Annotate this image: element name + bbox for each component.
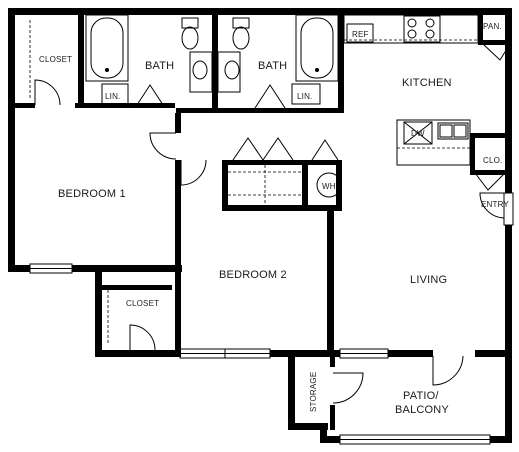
fixture-label-pan: PAN. — [483, 22, 502, 31]
walls — [8, 8, 512, 443]
fixture-label-wh: WH — [322, 182, 336, 191]
fixture-label-entry: ENTRY — [481, 200, 509, 209]
fixtures — [29, 14, 479, 345]
room-labels: CLOSET BATH BATH KITCHEN BEDROOM 1 BEDRO… — [39, 55, 452, 416]
doors — [34, 43, 511, 404]
room-label-bedroom-1: BEDROOM 1 — [58, 188, 126, 200]
room-label-living: LIVING — [410, 274, 447, 286]
fixture-label-dw: DW — [411, 129, 425, 138]
fixture-labels: LIN. LIN. REF PAN. DW CLO. WH ENTRY — [105, 22, 509, 209]
fixture-label-ref: REF — [352, 30, 369, 39]
windows — [29, 192, 514, 445]
room-label-kitchen: KITCHEN — [402, 77, 452, 89]
room-label-bedroom-2: BEDROOM 2 — [219, 269, 287, 281]
room-label-bath-right: BATH — [258, 60, 287, 72]
room-label-balcony: BALCONY — [395, 404, 449, 416]
room-label-patio: PATIO/ — [403, 390, 439, 402]
room-label-closet-top: CLOSET — [39, 55, 72, 64]
room-label-bath-left: BATH — [145, 60, 174, 72]
fixture-label-lin-left: LIN. — [105, 92, 120, 101]
room-label-closet-bottom: CLOSET — [126, 299, 159, 308]
fixture-label-lin-right: LIN. — [297, 92, 312, 101]
room-label-storage: STORAGE — [309, 372, 318, 412]
fixture-label-clo: CLO. — [483, 156, 502, 165]
